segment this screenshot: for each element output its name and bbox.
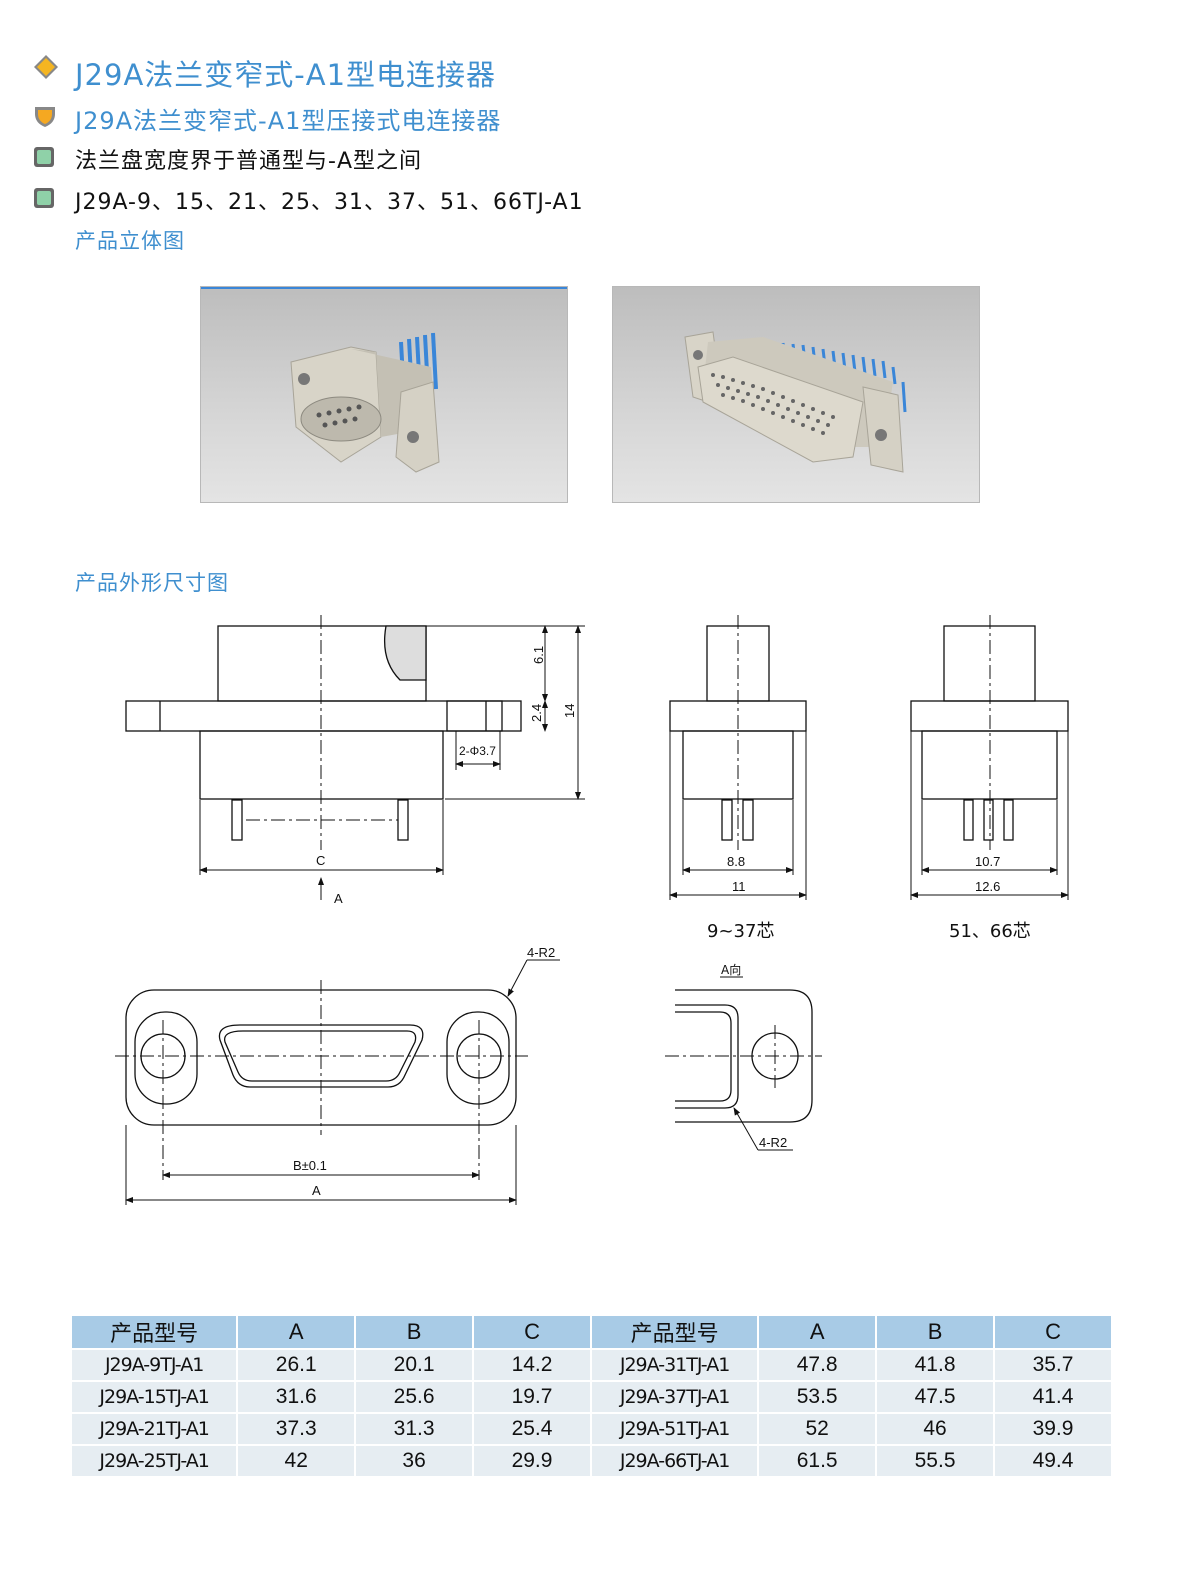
cell-value: 52 [759,1414,876,1444]
dim-6-1: 6.1 [531,646,546,664]
header-model: 产品型号 [72,1316,237,1348]
cell-model: J29A-66TJ-A1 [591,1446,758,1476]
cell-value: 42 [238,1446,355,1476]
cell-value: 29.9 [474,1446,590,1476]
header-a: A [759,1316,876,1348]
radius-label: 4-R2 [527,945,555,960]
dim-10-7: 10.7 [975,854,1000,869]
cell-value: 25.6 [356,1382,473,1412]
cell-value: 47.8 [759,1350,876,1380]
dim-c: C [316,853,325,868]
a-view-radius: 4-R2 [759,1135,787,1150]
dim-hole: 2-Φ3.7 [459,744,496,758]
cell-value: 36 [356,1446,473,1476]
square-bullet-icon [34,147,54,167]
dim-12-6: 12.6 [975,879,1000,894]
cell-value: 46 [877,1414,994,1444]
table-header-row: 产品型号 A B C 产品型号 A B C [72,1316,1111,1348]
subtitle: J29A法兰变窄式-A1型压接式电连接器 [75,107,502,135]
dim-11: 11 [732,879,746,894]
cell-value: 49.4 [995,1446,1111,1476]
cell-model: J29A-51TJ-A1 [591,1414,758,1444]
dim-14: 14 [562,704,577,718]
header-a: A [238,1316,355,1348]
dimension-drawing: 6.1 2.4 14 2-Φ3.7 C A 8.8 11 9~37芯 10.7 … [115,615,1069,1205]
cell-value: 35.7 [995,1350,1111,1380]
a-view-title: A向 [721,962,741,977]
view-a-marker: A [334,891,343,906]
page-title: J29A法兰变窄式-A1型电连接器 [75,58,497,92]
model-list: J29A-9、15、21、25、31、37、51、66TJ-A1 [75,190,584,215]
shield-icon [35,107,55,127]
caption-51-66: 51、66芯 [949,921,1031,942]
cell-model: J29A-37TJ-A1 [591,1382,758,1412]
section-heading-3d: 产品立体图 [75,229,185,253]
cell-model: J29A-21TJ-A1 [72,1414,237,1444]
cell-value: 26.1 [238,1350,355,1380]
header-b: B [356,1316,473,1348]
dim-a: A [312,1183,321,1198]
cell-value: 14.2 [474,1350,590,1380]
cell-value: 61.5 [759,1446,876,1476]
diamond-icon [34,55,58,79]
section-heading-dimensions: 产品外形尺寸图 [75,571,229,595]
cell-value: 41.4 [995,1382,1111,1412]
cell-model: J29A-9TJ-A1 [72,1350,237,1380]
dim-2-4: 2.4 [529,704,544,722]
cell-model: J29A-25TJ-A1 [72,1446,237,1476]
cell-model: J29A-31TJ-A1 [591,1350,758,1380]
feature-text: 法兰盘宽度界于普通型与-A型之间 [75,149,422,174]
cell-value: 20.1 [356,1350,473,1380]
header-b: B [877,1316,994,1348]
cell-value: 19.7 [474,1382,590,1412]
cell-value: 39.9 [995,1414,1111,1444]
dim-b: B±0.1 [293,1158,327,1173]
header-model: 产品型号 [591,1316,758,1348]
cell-model: J29A-15TJ-A1 [72,1382,237,1412]
cell-value: 31.3 [356,1414,473,1444]
cell-value: 37.3 [238,1414,355,1444]
cell-value: 55.5 [877,1446,994,1476]
product-photo-51pin [612,286,980,503]
header-c: C [995,1316,1111,1348]
square-bullet-icon [34,188,54,208]
cell-value: 25.4 [474,1414,590,1444]
header-c: C [474,1316,590,1348]
cell-value: 31.6 [238,1382,355,1412]
product-photo-9pin [200,286,568,503]
front-view [125,625,522,841]
cell-value: 47.5 [877,1382,994,1412]
cell-value: 53.5 [759,1382,876,1412]
caption-9-37: 9~37芯 [707,921,774,942]
dim-8-8: 8.8 [727,854,745,869]
cell-value: 41.8 [877,1350,994,1380]
